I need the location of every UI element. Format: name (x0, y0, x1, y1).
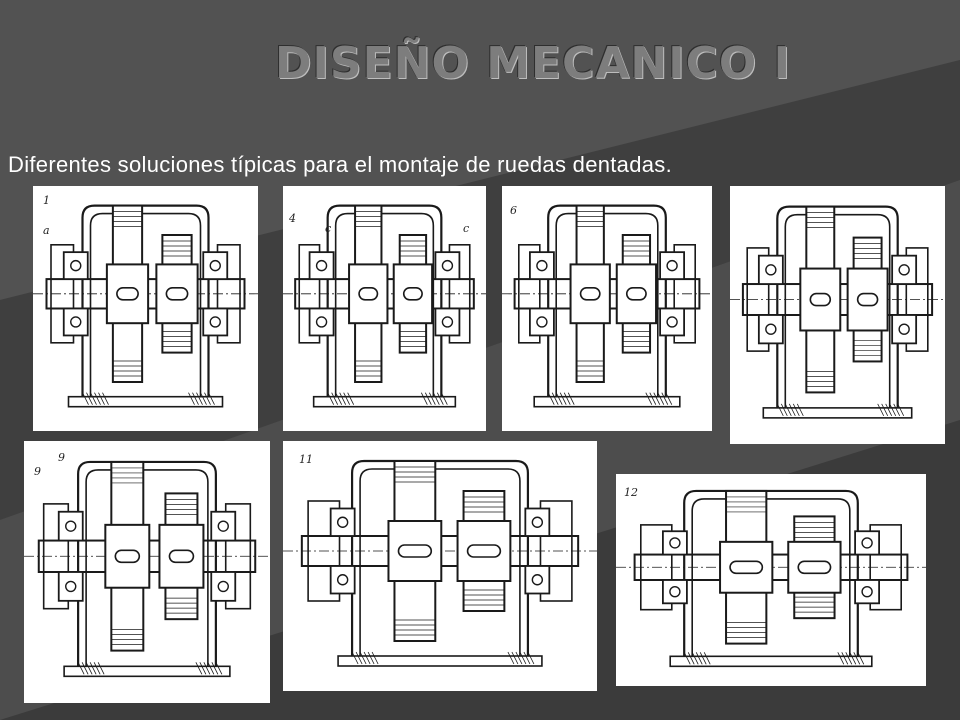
fig-9-label: 9 (58, 451, 65, 464)
fig-8-drawing (730, 205, 945, 419)
fig-6-label: 6 (510, 204, 517, 217)
figure-6: 6 (502, 186, 712, 431)
fig-4-label: c (463, 222, 469, 235)
fig-11-drawing: 11 (283, 453, 597, 667)
fig-11-label: 11 (299, 453, 313, 466)
fig-9-label: 9 (34, 465, 41, 478)
fig-4-drawing: 4 c c (283, 204, 486, 408)
fig-1-label: 1 (43, 194, 50, 207)
fig-1-drawing: 1a (33, 194, 258, 408)
fig-1-label: a (43, 224, 50, 237)
fig-12-label: 12 (624, 486, 638, 499)
fig-12-drawing: 12 (616, 486, 926, 668)
figure-11: 11 (283, 441, 597, 691)
fig-4-label: 4 (288, 212, 296, 225)
slide-subtitle: Diferentes soluciones típicas para el mo… (8, 152, 672, 177)
slide-title: DISEÑO MECANICO I (275, 38, 791, 89)
fig-4-label: c (325, 222, 331, 235)
fig-6-drawing: 6 (502, 204, 712, 408)
figure-4: 4 c c (283, 186, 486, 431)
figure-8 (730, 186, 945, 444)
figure-12: 12 (616, 474, 926, 686)
fig-9-drawing: 99 (24, 451, 270, 678)
